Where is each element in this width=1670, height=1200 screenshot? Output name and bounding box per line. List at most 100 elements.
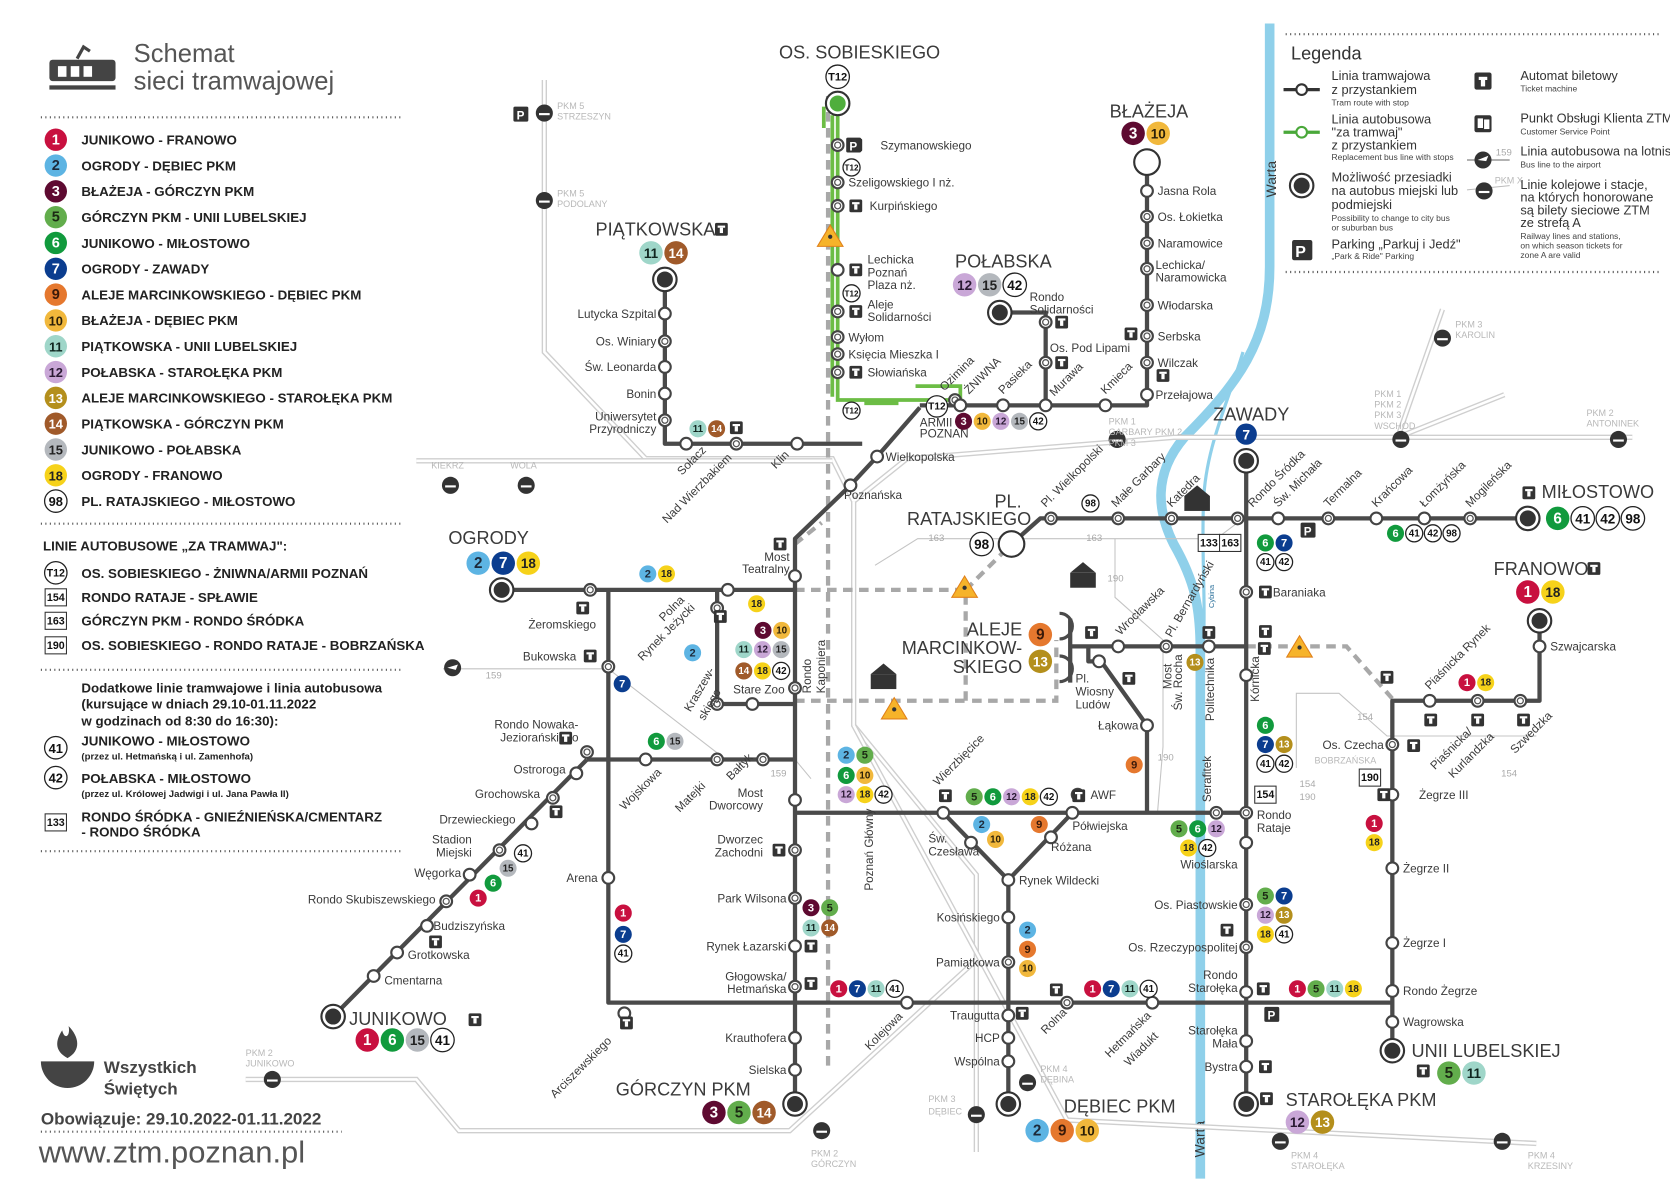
stop-interchange[interactable] xyxy=(830,365,845,380)
stop-interchange[interactable] xyxy=(788,681,802,695)
stop-marker[interactable] xyxy=(936,805,951,820)
stop-marker[interactable] xyxy=(1239,985,1254,999)
stop-marker[interactable] xyxy=(420,918,434,933)
stop-marker[interactable] xyxy=(964,835,978,850)
stop-marker[interactable] xyxy=(390,945,405,960)
stop-marker[interactable] xyxy=(1239,1034,1254,1048)
stop-interchange[interactable] xyxy=(1140,209,1154,224)
stop-interchange[interactable] xyxy=(788,891,802,906)
stop-interchange[interactable] xyxy=(756,752,770,767)
stop-marker[interactable] xyxy=(462,867,477,882)
stop-marker[interactable] xyxy=(679,436,694,451)
stop-marker[interactable] xyxy=(1385,1014,1400,1029)
stop-marker[interactable] xyxy=(788,793,802,807)
railway-station-icon[interactable] xyxy=(1433,329,1451,347)
stop-marker[interactable] xyxy=(1038,398,1053,413)
stop-interchange[interactable] xyxy=(1239,585,1254,599)
stop-interchange[interactable] xyxy=(788,979,802,994)
railway-station-icon[interactable] xyxy=(1108,430,1126,448)
stop-interchange[interactable] xyxy=(439,894,454,909)
stop-interchange[interactable] xyxy=(710,752,725,767)
terminal-interchange-icon[interactable] xyxy=(995,1091,1022,1117)
stop-interchange[interactable] xyxy=(1209,805,1224,820)
stop-marker[interactable] xyxy=(788,1030,802,1045)
stop-marker[interactable] xyxy=(638,752,653,767)
stop-marker[interactable] xyxy=(1271,511,1286,526)
stop-interchange[interactable] xyxy=(830,347,845,362)
stop-interchange[interactable] xyxy=(1038,355,1053,370)
stop-interchange[interactable] xyxy=(830,138,845,152)
stop-marker[interactable] xyxy=(1140,184,1154,198)
stop-marker[interactable] xyxy=(1001,873,1016,887)
terminal-interchange-icon[interactable] xyxy=(1233,1091,1259,1117)
stop-interchange[interactable] xyxy=(1111,511,1126,526)
stop-marker[interactable] xyxy=(843,478,858,493)
stop-marker[interactable] xyxy=(1044,830,1058,845)
stop-interchange[interactable] xyxy=(830,304,845,319)
stop-marker[interactable] xyxy=(1239,1059,1254,1074)
stop-marker[interactable] xyxy=(657,360,672,374)
stop-marker[interactable] xyxy=(1532,639,1547,654)
stop-marker[interactable] xyxy=(1001,1030,1016,1045)
stop-interchange[interactable] xyxy=(601,659,616,674)
stop-interchange[interactable] xyxy=(1140,329,1154,343)
stop-marker[interactable] xyxy=(1111,639,1126,654)
stop-marker[interactable] xyxy=(1422,693,1437,708)
stop-interchange[interactable] xyxy=(657,334,672,349)
terminal-interchange-icon[interactable] xyxy=(320,1003,346,1030)
stop-marker[interactable] xyxy=(1385,984,1400,998)
terminal-interchange-icon[interactable] xyxy=(488,577,515,603)
stop-marker[interactable] xyxy=(1385,861,1400,876)
stop-interchange[interactable] xyxy=(1470,693,1485,708)
stop-marker[interactable] xyxy=(790,436,805,451)
stop-interchange[interactable] xyxy=(1140,261,1154,276)
stop-interchange[interactable] xyxy=(1321,511,1336,526)
stop-marker[interactable] xyxy=(1145,995,1160,1010)
stop-marker[interactable] xyxy=(1201,639,1216,654)
stop-marker[interactable] xyxy=(1239,835,1254,850)
railway-station-icon[interactable] xyxy=(441,476,459,494)
stop-marker[interactable] xyxy=(745,697,760,711)
stop-interchange[interactable] xyxy=(1140,298,1154,312)
website-link[interactable]: www.ztm.poznan.pl xyxy=(38,1135,305,1170)
stop-interchange[interactable] xyxy=(583,582,598,597)
stop-marker[interactable] xyxy=(1065,805,1080,820)
stop-marker[interactable] xyxy=(870,449,885,464)
stop-interchange[interactable] xyxy=(1239,897,1254,912)
stop-interchange[interactable] xyxy=(657,413,672,428)
terminal-interchange-icon[interactable] xyxy=(1233,448,1259,474)
stop-marker[interactable] xyxy=(1140,387,1154,402)
stop-marker[interactable] xyxy=(366,969,381,983)
stop-marker[interactable] xyxy=(1001,1008,1016,1023)
stop-marker[interactable] xyxy=(1092,654,1106,669)
stop-marker[interactable] xyxy=(953,398,968,413)
stop-marker[interactable] xyxy=(900,995,914,1010)
railway-station-icon[interactable] xyxy=(967,1106,985,1124)
railway-station-icon[interactable] xyxy=(1271,1132,1289,1150)
stop-marker[interactable] xyxy=(1385,936,1400,950)
stop-interchange[interactable] xyxy=(1239,940,1254,955)
stop-interchange[interactable] xyxy=(1164,511,1179,526)
terminal-interchange-icon[interactable] xyxy=(1515,505,1541,532)
terminal-interchange-icon[interactable] xyxy=(1379,1037,1406,1064)
stop-interchange[interactable] xyxy=(1001,955,1016,970)
stop-interchange[interactable] xyxy=(1060,995,1074,1010)
stop-marker[interactable] xyxy=(788,1062,802,1077)
stop-interchange[interactable] xyxy=(830,198,845,213)
terminal-interchange-icon[interactable] xyxy=(1526,608,1553,634)
stop-interchange[interactable] xyxy=(1159,639,1174,654)
railway-station-icon[interactable] xyxy=(263,1070,281,1088)
railway-station-icon[interactable] xyxy=(517,476,535,494)
stop-marker[interactable] xyxy=(1239,668,1254,683)
stop-interchange[interactable] xyxy=(729,436,744,451)
railway-station-icon[interactable] xyxy=(813,1122,831,1140)
stop-marker[interactable] xyxy=(1140,718,1154,733)
railway-station-icon[interactable] xyxy=(535,104,553,122)
stop-interchange[interactable] xyxy=(1038,315,1053,330)
stop-interchange[interactable] xyxy=(1385,737,1400,752)
stop-interchange[interactable] xyxy=(830,175,845,190)
railway-station-icon[interactable] xyxy=(1392,430,1410,448)
stop-interchange[interactable] xyxy=(830,330,845,344)
terminal-interchange-icon[interactable] xyxy=(782,1091,808,1117)
stop-marker[interactable] xyxy=(657,306,672,321)
